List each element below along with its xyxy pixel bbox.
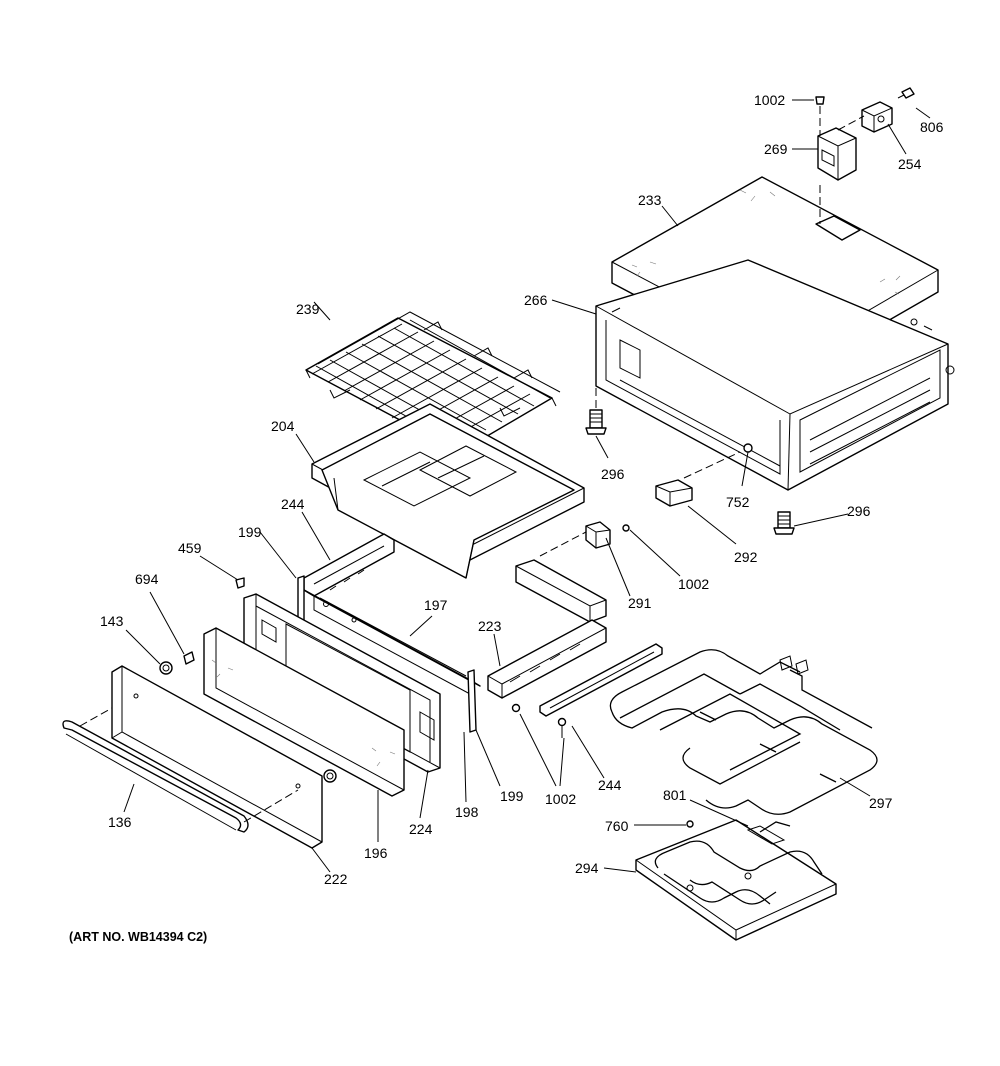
callout-292: 292 <box>734 549 758 565</box>
bracket-291 <box>539 521 630 557</box>
bracket-292 <box>655 451 741 507</box>
callout-136: 136 <box>108 814 132 830</box>
broiler-pan-204 <box>311 403 585 579</box>
leg-296-left <box>585 388 607 435</box>
screw-694 <box>183 651 195 665</box>
screw-806 <box>897 87 915 99</box>
insulation-224 <box>203 627 405 797</box>
post-199-bottom <box>467 669 477 733</box>
leg-296-right <box>773 511 795 535</box>
callout-199-bottom: 199 <box>500 788 524 804</box>
switch-254 <box>861 101 893 133</box>
drawer-front-222 <box>111 665 323 849</box>
callout-143: 143 <box>100 613 124 629</box>
callout-197: 197 <box>424 597 448 613</box>
grommet-143 <box>159 661 173 675</box>
callout-244-top: 244 <box>281 496 305 512</box>
callout-752: 752 <box>726 494 750 510</box>
art-number: (ART NO. WB14394 C2) <box>69 930 207 944</box>
callout-459: 459 <box>178 540 202 556</box>
callout-1002-top: 1002 <box>754 92 785 108</box>
callout-694: 694 <box>135 571 159 587</box>
callout-1002-mid: 1002 <box>678 576 709 592</box>
screw-459 <box>235 577 245 589</box>
screws-1002-bottom <box>511 703 567 738</box>
callout-233: 233 <box>638 192 662 208</box>
callout-222: 222 <box>324 871 348 887</box>
callout-1002-bottom: 1002 <box>545 791 576 807</box>
callout-244-bottom: 244 <box>598 777 622 793</box>
callout-239: 239 <box>296 301 320 317</box>
callout-labels: 1002 806 269 254 233 266 296 752 296 292… <box>69 92 944 944</box>
callout-198: 198 <box>455 804 479 820</box>
callout-204: 204 <box>271 418 295 434</box>
callout-224: 224 <box>409 821 433 837</box>
clip-752 <box>743 443 753 453</box>
callout-199-top: 199 <box>238 524 262 540</box>
bake-element-297 <box>609 649 878 815</box>
bracket-269 <box>817 127 857 181</box>
screw-1002-top <box>815 96 865 224</box>
callout-806: 806 <box>920 119 944 135</box>
broil-element-294 <box>635 819 837 941</box>
callout-296-right: 296 <box>847 503 871 519</box>
handle-136 <box>62 707 299 833</box>
callout-801: 801 <box>663 787 687 803</box>
callout-254: 254 <box>898 156 922 172</box>
callout-196: 196 <box>364 845 388 861</box>
callout-266: 266 <box>524 292 548 308</box>
oven-body-266 <box>595 259 955 491</box>
grommet-143b <box>323 769 337 783</box>
callout-760: 760 <box>605 818 629 834</box>
leader-lines <box>123 99 931 873</box>
callout-294: 294 <box>575 860 599 876</box>
callout-291: 291 <box>628 595 652 611</box>
callout-297: 297 <box>869 795 893 811</box>
callout-296-left: 296 <box>601 466 625 482</box>
callout-269: 269 <box>764 141 788 157</box>
callout-223: 223 <box>478 618 502 634</box>
